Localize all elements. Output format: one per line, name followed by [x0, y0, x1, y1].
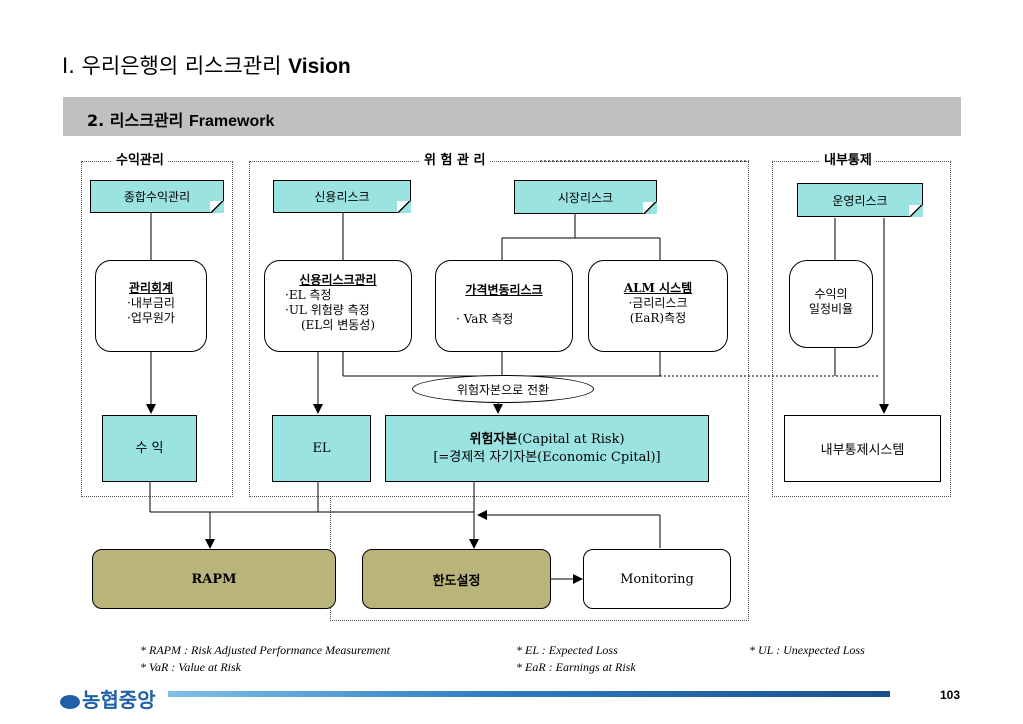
- footer-bar: [168, 691, 890, 697]
- company-logo: 농협중앙: [60, 684, 156, 713]
- footnote-el: * EL : Expected Loss: [516, 643, 618, 657]
- capital-at-risk-bold: 위험자본: [469, 431, 518, 447]
- price-risk-head: 가격변동리스크: [465, 283, 543, 297]
- note-operational-risk: 운영리스크: [797, 183, 923, 217]
- internal-control-system-label: 내부통제시스템: [820, 443, 905, 458]
- credit-risk-mgmt-line3: (EL의 변동성): [300, 318, 376, 332]
- capital-at-risk-line2: [=경제적 자기자본(Economic Cpital)]: [433, 449, 661, 465]
- internal-control-system-box: 내부통제시스템: [784, 415, 941, 482]
- footnote-var: * VaR : Value at Risk: [140, 660, 241, 674]
- alm-system-head: ALM 시스템: [623, 281, 693, 295]
- monitoring-box: Monitoring: [583, 549, 731, 609]
- note-market-risk-label: 시장리스크: [557, 190, 614, 205]
- section-title: 2. 리스크관리 Framework: [87, 107, 274, 131]
- title-prefix: I.: [62, 54, 75, 78]
- internal-group-label: 내부통제: [820, 153, 876, 169]
- note-integrated-revenue-label: 종합수익관리: [123, 190, 191, 204]
- revenue-output-label: 수 익: [135, 440, 164, 456]
- rapm-box: RAPM: [92, 549, 336, 609]
- note-credit-risk: 신용리스크: [273, 180, 411, 213]
- limit-setting-box: 한도설정: [362, 549, 551, 609]
- risk-group-frame: [249, 161, 749, 497]
- note-market-risk: 시장리스크: [514, 180, 657, 214]
- title-vision: Vision: [288, 55, 351, 78]
- logo-text: 농협중앙: [82, 688, 156, 712]
- footnote-rapm: * RAPM : Risk Adjusted Performance Measu…: [140, 643, 390, 657]
- revenue-output-box: 수 익: [102, 415, 197, 482]
- limit-setting-label: 한도설정: [432, 573, 481, 589]
- mgmt-accounting-line1: ·내부금리: [127, 296, 175, 310]
- risk-group-label: 위 험 관 리: [420, 153, 490, 169]
- credit-risk-mgmt-box: 신용리스크관리 ·EL 측정 ·UL 위험량 측정 (EL의 변동성): [264, 260, 412, 352]
- capital-at-risk-line1: 위험자본(Capital at Risk): [469, 431, 624, 449]
- credit-risk-mgmt-head: 신용리스크관리: [299, 273, 377, 287]
- note-credit-risk-label: 신용리스크: [314, 190, 370, 204]
- revenue-ratio-line1: 수익의: [814, 287, 848, 301]
- monitoring-label: Monitoring: [620, 571, 694, 587]
- el-output-label: EL: [312, 440, 331, 456]
- footnote-ear: * EaR : Earnings at Risk: [516, 660, 636, 674]
- conversion-label: 위험자본으로 전환: [456, 382, 550, 397]
- mgmt-accounting-box: 관리회계 ·내부금리 ·업무원가: [95, 260, 207, 352]
- title-korean: 우리은행의 리스크관리: [74, 54, 289, 78]
- price-risk-box: 가격변동리스크 · VaR 측정: [435, 260, 573, 352]
- section-number: 2.: [87, 111, 105, 130]
- alm-system-line1: ·금리리스크: [628, 296, 688, 310]
- revenue-ratio-line2: 일정비율: [808, 302, 854, 316]
- note-operational-risk-label: 운영리스크: [832, 193, 888, 208]
- note-integrated-revenue: 종합수익관리: [90, 180, 224, 213]
- capital-at-risk-box: 위험자본(Capital at Risk) [=경제적 자기자본(Economi…: [385, 415, 709, 482]
- footnote-ul: * UL : Unexpected Loss: [749, 643, 865, 657]
- alm-system-box: ALM 시스템 ·금리리스크 (EaR)측정: [588, 260, 728, 352]
- page-number: 103: [940, 688, 961, 702]
- revenue-ratio-box: 수익의 일정비율: [789, 260, 873, 348]
- alm-system-line2: (EaR)측정: [629, 311, 687, 325]
- revenue-group-label: 수익관리: [112, 153, 168, 169]
- section-framework: Framework: [188, 113, 275, 130]
- conversion-ellipse: 위험자본으로 전환: [412, 375, 594, 403]
- el-output-box: EL: [272, 415, 371, 482]
- section-bar: [63, 97, 961, 136]
- rapm-label: RAPM: [191, 571, 237, 587]
- mgmt-accounting-line2: ·업무원가: [127, 311, 175, 325]
- logo-mark-icon: [60, 694, 80, 709]
- mgmt-accounting-head: 관리회계: [128, 281, 174, 295]
- credit-risk-mgmt-line1: ·EL 측정: [285, 288, 332, 302]
- page-title: I. 우리은행의 리스크관리 Vision: [62, 50, 351, 80]
- section-korean: 리스크관리: [104, 111, 189, 130]
- credit-risk-mgmt-line2: ·UL 위험량 측정: [285, 303, 370, 317]
- price-risk-line1: · VaR 측정: [456, 312, 514, 326]
- capital-at-risk-rest: (Capital at Risk): [517, 431, 625, 447]
